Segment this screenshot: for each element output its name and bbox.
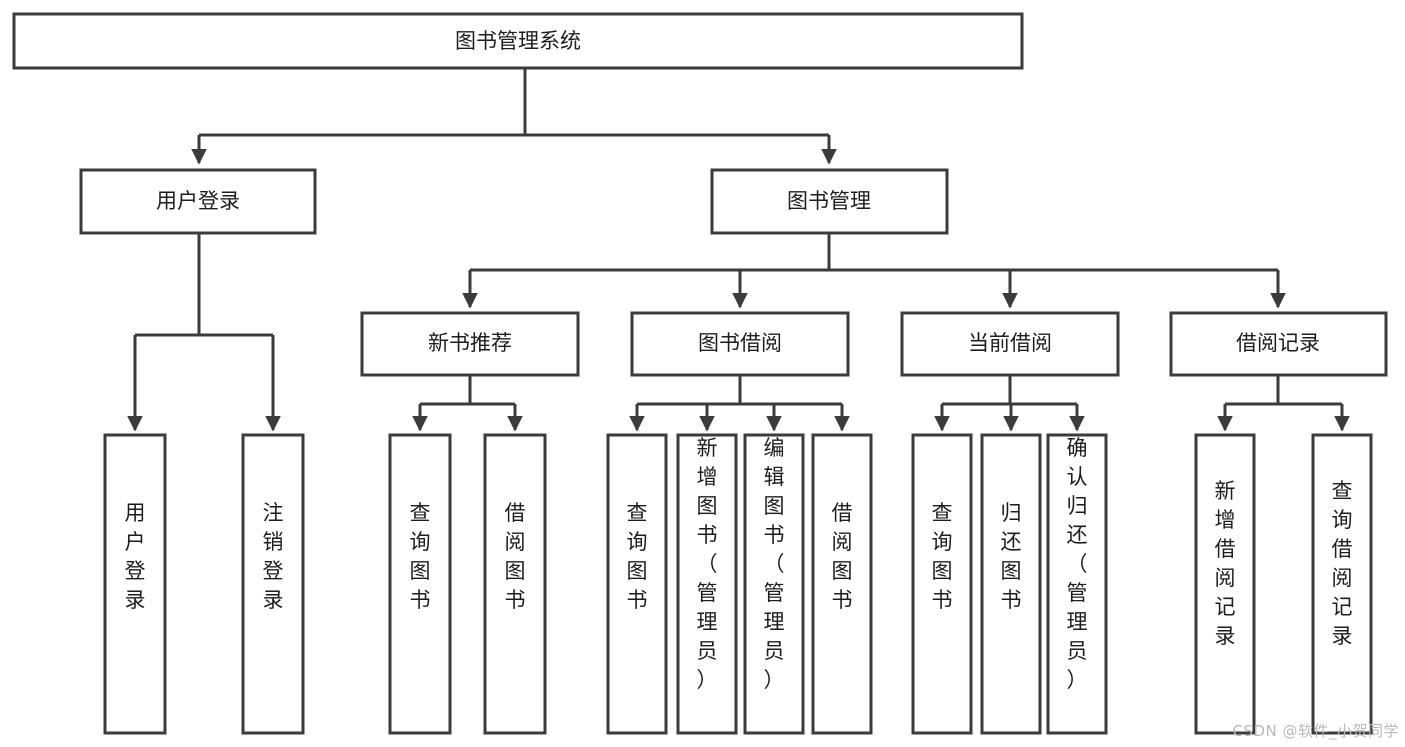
node-borrow-record-box[interactable]	[1169, 311, 1388, 377]
node-book-borrow-box[interactable]	[630, 311, 850, 377]
node-add-borrow-record[interactable]: 新增借阅记录	[1194, 433, 1256, 735]
node-book-borrow-label: 图书借阅	[698, 331, 782, 355]
node-confirm-return-admin-label: 确认归还（管理员）	[1067, 436, 1088, 692]
node-add-book-admin[interactable]: 新增图书（管理员）	[676, 433, 738, 735]
node-root-box[interactable]	[12, 12, 1024, 70]
node-user-login-box[interactable]	[79, 168, 317, 235]
node-borrow-book-2-box[interactable]	[811, 433, 873, 735]
node-new-book-recommend-label: 新书推荐	[428, 331, 512, 355]
node-query-book-1-box[interactable]	[388, 433, 452, 735]
node-root-label: 图书管理系统	[455, 29, 581, 53]
node-query-borrow-record[interactable]: 查询借阅记录	[1311, 433, 1373, 735]
node-query-book-2-label: 查询图书	[627, 501, 648, 612]
node-borrow-record[interactable]: 借阅记录	[1169, 311, 1388, 377]
node-query-book-3[interactable]: 查询图书	[911, 433, 973, 735]
node-query-borrow-record-label: 查询借阅记录	[1332, 479, 1353, 648]
node-query-book-3-label: 查询图书	[932, 501, 953, 612]
node-query-book-1[interactable]: 查询图书	[388, 433, 452, 735]
node-edit-book-admin[interactable]: 编辑图书（管理员）	[743, 433, 805, 735]
node-user-logout-leaf[interactable]: 注销登录	[241, 433, 305, 735]
node-new-book-recommend-box[interactable]	[360, 311, 580, 377]
node-user-login[interactable]: 用户登录	[79, 168, 317, 235]
node-edit-book-admin-label: 编辑图书（管理员）	[764, 436, 785, 692]
node-borrow-record-label: 借阅记录	[1236, 331, 1320, 355]
connector-layer	[127, 68, 1350, 432]
node-borrow-book-1[interactable]: 借阅图书	[483, 433, 547, 735]
node-add-borrow-record-box[interactable]	[1194, 433, 1256, 735]
node-return-book-box[interactable]	[980, 433, 1042, 735]
node-book-borrow[interactable]: 图书借阅	[630, 311, 850, 377]
node-current-borrow[interactable]: 当前借阅	[900, 311, 1120, 377]
node-borrow-book-1-label: 借阅图书	[505, 501, 526, 612]
node-return-book-label: 归还图书	[1001, 501, 1022, 612]
node-user-login-label: 用户登录	[156, 189, 240, 213]
node-user-login-leaf[interactable]: 用户登录	[103, 433, 167, 735]
node-query-book-3-box[interactable]	[911, 433, 973, 735]
node-edit-book-admin-box[interactable]	[743, 433, 805, 735]
node-current-borrow-label: 当前借阅	[968, 331, 1052, 355]
node-confirm-return-admin[interactable]: 确认归还（管理员）	[1046, 433, 1108, 735]
node-return-book[interactable]: 归还图书	[980, 433, 1042, 735]
node-user-logout-leaf-label: 注销登录	[263, 501, 284, 612]
node-current-borrow-box[interactable]	[900, 311, 1120, 377]
node-query-borrow-record-box[interactable]	[1311, 433, 1373, 735]
node-add-borrow-record-label: 新增借阅记录	[1215, 479, 1236, 648]
node-add-book-admin-label: 新增图书（管理员）	[697, 436, 718, 692]
node-confirm-return-admin-box[interactable]	[1046, 433, 1108, 735]
node-borrow-book-2[interactable]: 借阅图书	[811, 433, 873, 735]
node-book-management[interactable]: 图书管理	[710, 168, 949, 235]
node-borrow-book-1-box[interactable]	[483, 433, 547, 735]
node-add-book-admin-box[interactable]	[676, 433, 738, 735]
node-book-management-box[interactable]	[710, 168, 949, 235]
node-user-login-leaf-label: 用户登录	[125, 501, 146, 612]
node-query-book-2-box[interactable]	[606, 433, 668, 735]
node-book-management-label: 图书管理	[787, 189, 871, 213]
node-root[interactable]: 图书管理系统	[12, 12, 1024, 70]
node-new-book-recommend[interactable]: 新书推荐	[360, 311, 580, 377]
node-user-logout-leaf-box[interactable]	[241, 433, 305, 735]
node-query-book-1-label: 查询图书	[410, 501, 431, 612]
node-query-book-2[interactable]: 查询图书	[606, 433, 668, 735]
node-user-login-leaf-box[interactable]	[103, 433, 167, 735]
node-borrow-book-2-label: 借阅图书	[832, 501, 853, 612]
